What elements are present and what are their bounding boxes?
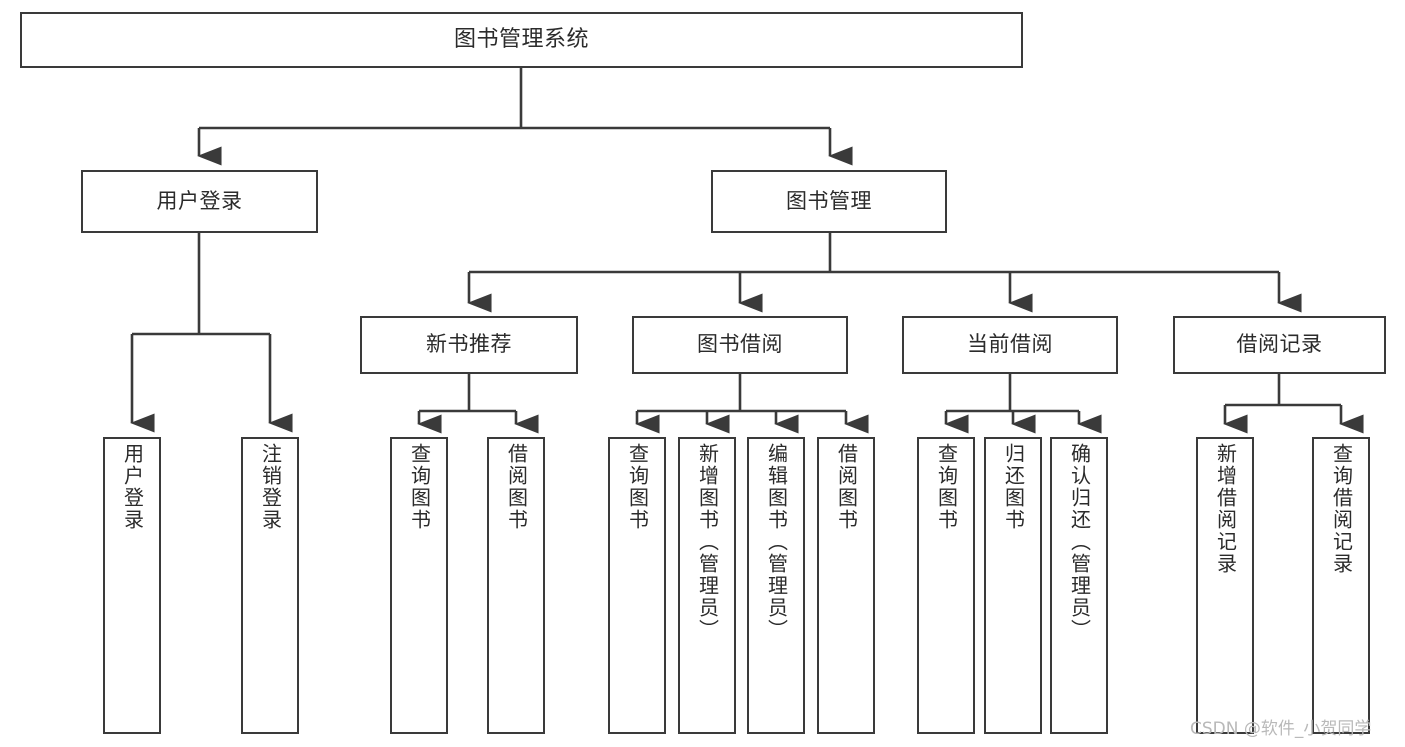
leaf-add-book-admin[interactable]: 新增图书（管理员） [678, 437, 736, 734]
node-book-borrow-label: 图书借阅 [697, 332, 783, 357]
node-book-manage-label: 图书管理 [786, 188, 872, 213]
node-new-book-recommend-label: 新书推荐 [426, 332, 512, 357]
leaf-query-borrow-record-label: 查询借阅记录 [1329, 443, 1354, 575]
leaf-return-book-label: 归还图书 [1001, 443, 1026, 531]
leaf-user-logout[interactable]: 注销登录 [241, 437, 299, 734]
leaf-confirm-return-admin[interactable]: 确认归还（管理员） [1050, 437, 1108, 734]
node-borrow-record[interactable]: 借阅记录 [1173, 316, 1386, 374]
leaf-borrow-book[interactable]: 借阅图书 [817, 437, 875, 734]
leaf-return-book[interactable]: 归还图书 [984, 437, 1042, 734]
node-new-book-recommend[interactable]: 新书推荐 [360, 316, 578, 374]
leaf-edit-book-admin-label: 编辑图书（管理员） [764, 443, 789, 641]
leaf-user-logout-label: 注销登录 [258, 443, 283, 531]
node-root-label: 图书管理系统 [453, 26, 589, 52]
leaf-borrow-book-recommend-label: 借阅图书 [504, 443, 529, 531]
node-book-borrow[interactable]: 图书借阅 [632, 316, 848, 374]
leaf-query-book-recommend-label: 查询图书 [407, 443, 432, 531]
leaf-query-borrow-record[interactable]: 查询借阅记录 [1312, 437, 1370, 734]
leaf-add-borrow-record[interactable]: 新增借阅记录 [1196, 437, 1254, 734]
leaf-add-book-admin-label: 新增图书（管理员） [695, 443, 720, 641]
leaf-add-borrow-record-label: 新增借阅记录 [1213, 443, 1238, 575]
leaf-edit-book-admin[interactable]: 编辑图书（管理员） [747, 437, 805, 734]
leaf-query-book-borrow[interactable]: 查询图书 [608, 437, 666, 734]
node-borrow-record-label: 借阅记录 [1236, 332, 1323, 357]
leaf-confirm-return-admin-label: 确认归还（管理员） [1067, 443, 1092, 641]
leaf-user-login[interactable]: 用户登录 [103, 437, 161, 734]
node-current-borrow-label: 当前借阅 [967, 332, 1053, 357]
node-root[interactable]: 图书管理系统 [20, 12, 1023, 68]
leaf-query-book-borrow-label: 查询图书 [625, 443, 650, 531]
leaf-query-book-current[interactable]: 查询图书 [917, 437, 975, 734]
node-user-login-label: 用户登录 [156, 188, 243, 213]
node-book-manage[interactable]: 图书管理 [711, 170, 947, 233]
csdn-watermark: CSDN @软件_小贺同学 [1190, 719, 1372, 739]
node-current-borrow[interactable]: 当前借阅 [902, 316, 1118, 374]
leaf-query-book-current-label: 查询图书 [934, 443, 959, 531]
leaf-borrow-book-label: 借阅图书 [834, 443, 859, 531]
node-user-login[interactable]: 用户登录 [81, 170, 318, 233]
leaf-query-book-recommend[interactable]: 查询图书 [390, 437, 448, 734]
leaf-user-login-label: 用户登录 [120, 443, 145, 531]
leaf-borrow-book-recommend[interactable]: 借阅图书 [487, 437, 545, 734]
